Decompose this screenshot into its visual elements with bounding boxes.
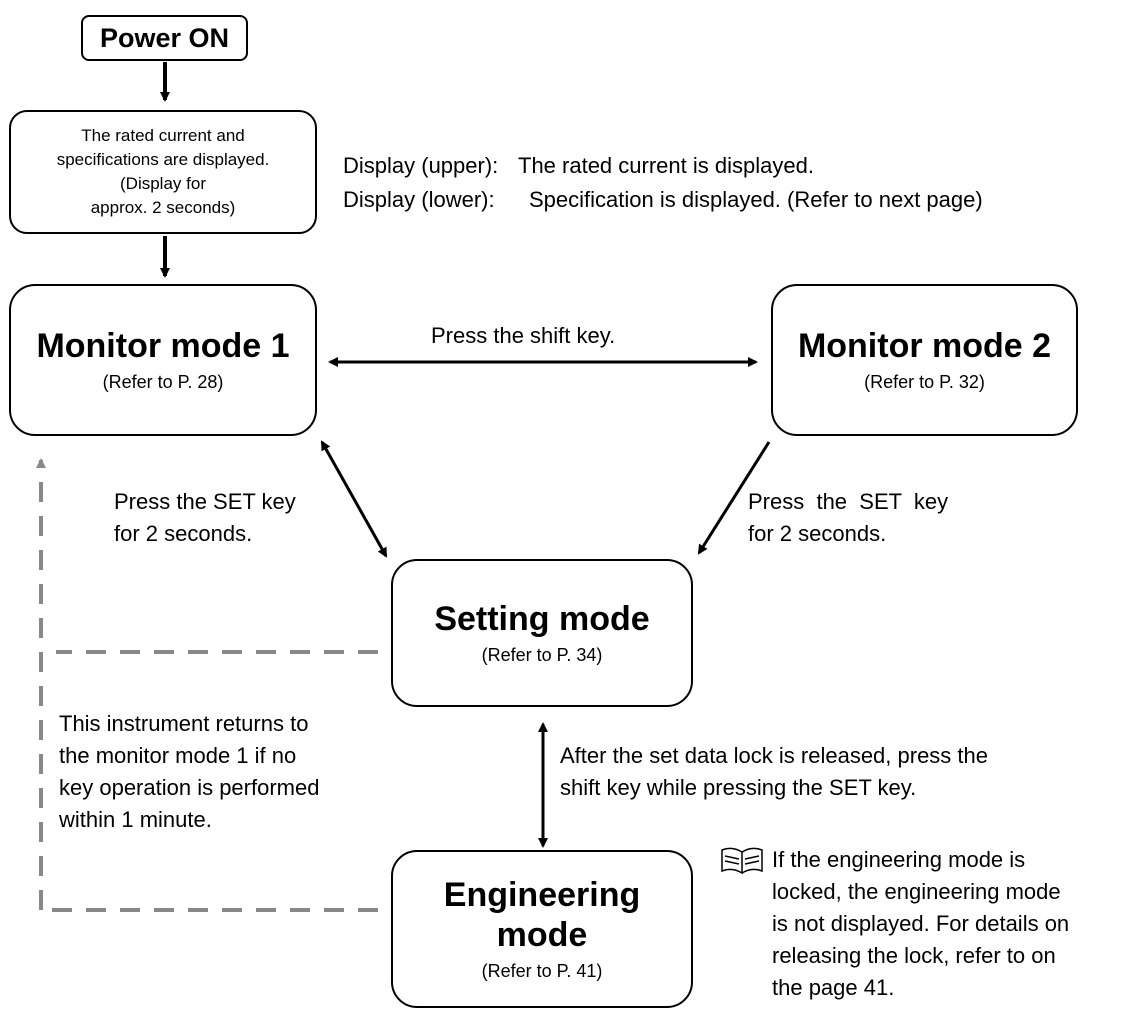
display-upper-text: The rated current is displayed.	[518, 153, 814, 178]
engineering-mode-box: Engineering mode (Refer to P. 41)	[391, 850, 693, 1008]
set-key-right-line-1: Press the SET key	[748, 489, 949, 514]
return-note-line-1: This instrument returns to	[59, 711, 309, 736]
shift-key-label: Press the shift key.	[431, 323, 616, 348]
engineering-mode-title-line-1: Engineering	[443, 876, 641, 914]
lock-note-line-3: is not displayed. For details on	[772, 911, 1070, 936]
return-note-line-2: the monitor mode 1 if no	[59, 743, 297, 768]
engineering-mode-ref: (Refer to P. 41)	[481, 961, 603, 981]
return-note-line-3: key operation is performed	[59, 775, 320, 800]
rated-line-2: specifications are displayed.	[56, 150, 270, 169]
power-on-label: Power ON	[99, 23, 230, 53]
engineering-transition-line-2: shift key while pressing the SET key.	[560, 775, 917, 800]
arrow-monitor2-setting	[697, 441, 771, 555]
setting-mode-box: Setting mode (Refer to P. 34)	[391, 559, 693, 707]
rated-line-4: approx. 2 seconds)	[90, 198, 236, 217]
rated-line-1: The rated current and	[81, 126, 245, 145]
monitor-mode-1-box: Monitor mode 1 (Refer to P. 28)	[9, 284, 317, 436]
lock-note-line-5: the page 41.	[772, 975, 895, 1000]
book-icon	[721, 847, 763, 875]
lock-note-line-4: releasing the lock, refer to on	[772, 943, 1056, 968]
lock-note-line-1: If the engineering mode is	[772, 847, 1026, 872]
monitor-mode-2-ref: (Refer to P. 32)	[864, 372, 985, 392]
arrow-monitor1-setting	[320, 440, 388, 558]
set-key-left-line-1: Press the SET key	[114, 489, 296, 514]
lock-note-line-2: locked, the engineering mode	[772, 879, 1061, 904]
power-on-box: Power ON	[81, 15, 248, 61]
engineering-mode-title-line-2: mode	[496, 916, 588, 954]
rated-current-box: The rated current and specifications are…	[9, 110, 317, 234]
set-key-right-line-2: for 2 seconds.	[748, 521, 887, 546]
setting-mode-title: Setting mode	[434, 600, 650, 638]
monitor-mode-1-title: Monitor mode 1	[36, 327, 290, 365]
setting-mode-ref: (Refer to P. 34)	[481, 645, 603, 665]
return-note-line-4: within 1 minute.	[59, 807, 212, 832]
monitor-mode-1-ref: (Refer to P. 28)	[102, 372, 224, 392]
display-lower-label: Display (lower):	[343, 187, 495, 212]
display-lower-text: Specification is displayed. (Refer to ne…	[529, 187, 983, 212]
display-upper-label: Display (upper):	[343, 153, 499, 178]
engineering-transition-line-1: After the set data lock is released, pre…	[560, 743, 989, 768]
monitor-mode-2-title: Monitor mode 2	[797, 327, 1052, 365]
rated-line-3: (Display for	[120, 174, 206, 193]
monitor-mode-2-box: Monitor mode 2 (Refer to P. 32)	[771, 284, 1078, 436]
set-key-left-line-2: for 2 seconds.	[114, 521, 253, 546]
